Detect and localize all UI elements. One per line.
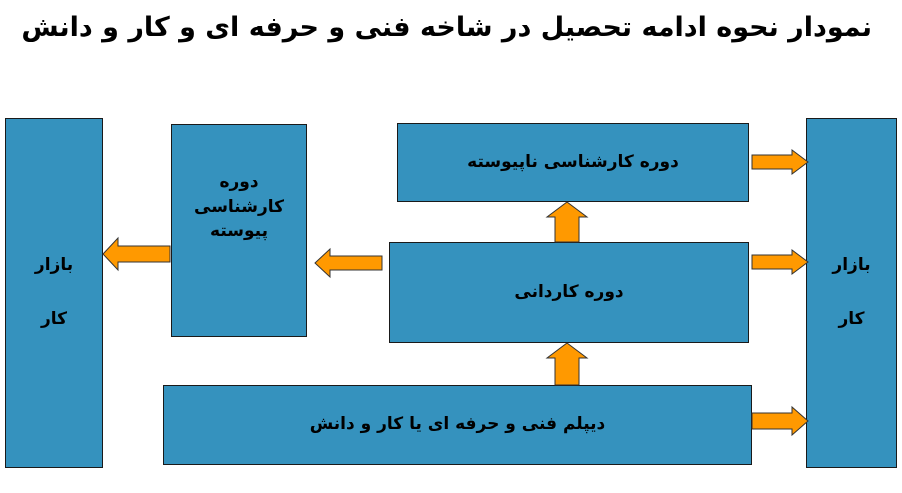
continuous-bachelor-box: دوره کارشناسی پیوسته bbox=[171, 124, 307, 337]
non-continuous-bachelor-box: دوره کارشناسی ناپیوسته bbox=[397, 123, 749, 202]
market-left-line2: کار bbox=[40, 309, 68, 330]
market-right-line1: بازار bbox=[832, 255, 871, 276]
arrow-up-icon bbox=[545, 201, 589, 243]
market-left-box: بازار کار bbox=[5, 118, 103, 468]
arrow-up-icon bbox=[545, 342, 589, 386]
market-right-line2: کار bbox=[838, 309, 865, 330]
market-right-box: بازار کار bbox=[806, 118, 897, 468]
arrow-right-icon bbox=[751, 149, 809, 175]
diploma-label: دیپلم فنی و حرفه ای یا کار و دانش bbox=[309, 414, 606, 435]
diploma-box: دیپلم فنی و حرفه ای یا کار و دانش bbox=[163, 385, 752, 465]
market-left-line1: بازار bbox=[34, 255, 74, 276]
diagram-title: نمودار نحوه ادامه تحصیل در شاخه فنی و حر… bbox=[21, 12, 872, 43]
arrow-right-icon bbox=[751, 405, 809, 437]
non-continuous-bachelor-label: دوره کارشناسی ناپیوسته bbox=[467, 151, 679, 172]
continuous-bachelor-line1: دوره bbox=[219, 172, 259, 192]
arrow-right-icon bbox=[751, 249, 809, 275]
continuous-bachelor-line3: پیوسته bbox=[210, 221, 268, 242]
arrow-left-icon bbox=[314, 247, 383, 279]
associate-label: دوره کاردانی bbox=[514, 281, 624, 302]
associate-box: دوره کاردانی bbox=[389, 242, 749, 343]
continuous-bachelor-line2: کارشناسی bbox=[194, 196, 285, 217]
arrow-left-icon bbox=[102, 236, 171, 272]
